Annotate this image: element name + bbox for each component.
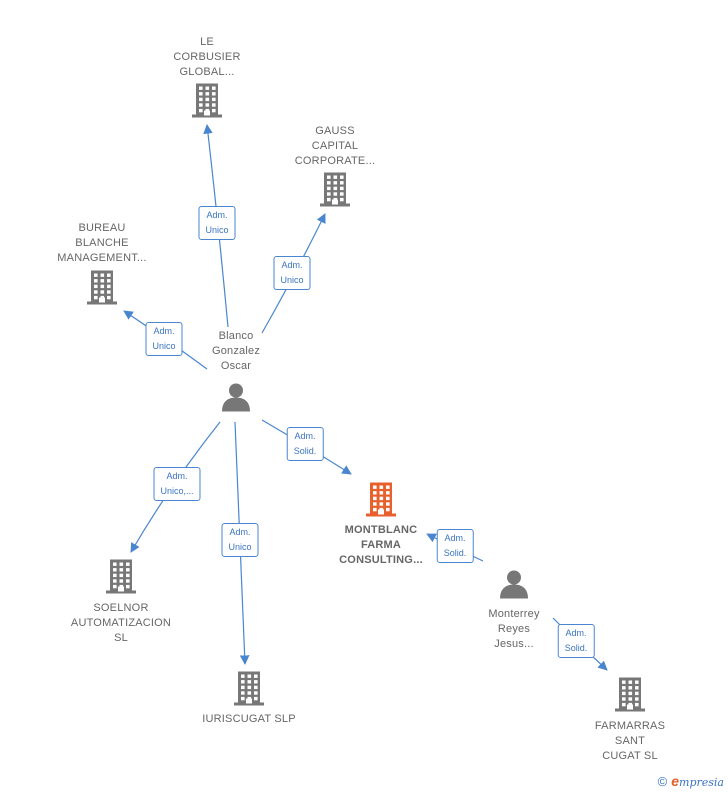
building-icon[interactable]: [192, 82, 222, 123]
edge-label-blanco-to-iuriscugat: Adm. Unico: [221, 523, 259, 557]
footer-credit: © empresia: [658, 773, 724, 789]
copyright-icon: ©: [657, 773, 668, 789]
edge-label-blanco-to-soelnor: Adm. Unico,...: [153, 467, 201, 501]
building-icon[interactable]: [87, 269, 117, 310]
edge-label-blanco-to-gauss: Adm. Unico: [273, 256, 311, 290]
brand-name: mpresia: [679, 776, 724, 789]
node-label-iuriscugat[interactable]: IURISCUGAT SLP: [202, 713, 296, 725]
person-icon[interactable]: [221, 382, 251, 417]
building-icon[interactable]: [234, 670, 264, 711]
edge-label-blanco-to-montblanc: Adm. Solid.: [286, 427, 324, 461]
edge-label-blanco-to-bureau: Adm. Unico: [145, 322, 183, 356]
node-label-gauss[interactable]: GAUSS CAPITAL CORPORATE...: [294, 125, 376, 167]
node-label-farmarras[interactable]: FARMARRAS SANT CUGAT SL: [594, 720, 666, 762]
brand-logo[interactable]: empresia: [671, 773, 724, 789]
edge-label-monterrey-to-montblanc: Adm. Solid.: [436, 529, 474, 563]
building-icon[interactable]: [320, 171, 350, 212]
node-label-soelnor[interactable]: SOELNOR AUTOMATIZACION SL: [70, 602, 172, 644]
node-label-le-corbusier[interactable]: LE CORBUSIER GLOBAL...: [173, 36, 241, 78]
person-icon[interactable]: [499, 569, 529, 604]
edge-label-monterrey-to-farmarras: Adm. Solid.: [557, 624, 595, 658]
building-icon[interactable]: [106, 558, 136, 599]
node-label-blanco[interactable]: Blanco Gonzalez Oscar: [211, 330, 261, 372]
edge-label-blanco-to-le-corbusier: Adm. Unico: [198, 206, 236, 240]
building-icon[interactable]: [366, 481, 396, 522]
node-label-monterrey[interactable]: Monterrey Reyes Jesus...: [488, 608, 540, 650]
building-icon[interactable]: [615, 676, 645, 717]
node-label-montblanc[interactable]: MONTBLANC FARMA CONSULTING...: [339, 524, 423, 566]
brand-initial: e: [671, 773, 680, 789]
node-label-bureau[interactable]: BUREAU BLANCHE MANAGEMENT...: [57, 222, 147, 264]
